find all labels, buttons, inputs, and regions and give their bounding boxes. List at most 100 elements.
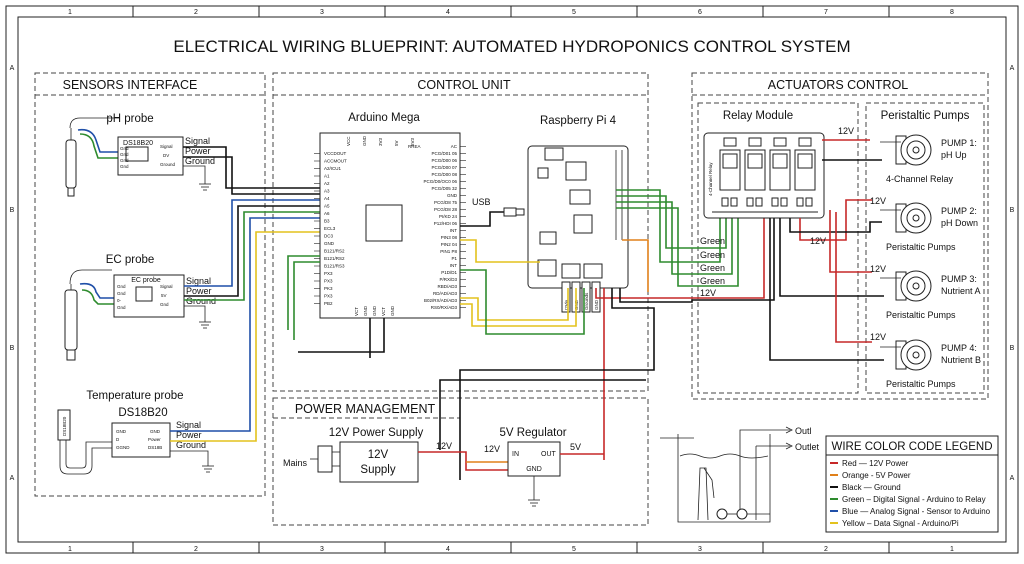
relay-coil [797, 153, 813, 169]
temp-board-out-2: Power [148, 437, 161, 442]
relay-coil [722, 153, 738, 169]
grid-bottom-3: 3 [320, 546, 324, 553]
temp-board-out-1: GND [150, 429, 161, 434]
supply-ground-return [439, 379, 646, 450]
arduino-right-pin: P1 [451, 256, 457, 261]
ph-ground-symbol [183, 165, 211, 191]
temp-board-out-3: DS18B [148, 445, 162, 450]
temp-probe-text: DS18B20 [62, 416, 67, 436]
mains-plug-icon [310, 445, 340, 473]
pump-caption: Peristaltic Pumps [886, 310, 956, 320]
ph-power-label: Power [185, 146, 211, 156]
pi-red-12v-wire [595, 218, 765, 299]
arduino-left-pin: VCCDOUT [324, 151, 347, 156]
inner-border [17, 16, 1007, 543]
grid-top-5: 5 [572, 9, 576, 16]
grid-bottom-7: 2 [824, 546, 828, 553]
legend-item-text: Yellow – Data Signal - Arduino/Pi [842, 519, 959, 528]
usb-connector [503, 207, 525, 217]
wire-label-12v-3: 12V [810, 236, 826, 246]
ec-pin-4: Gnd [117, 305, 126, 310]
pumps-section [865, 102, 985, 394]
ec-power-label: Power [186, 286, 212, 296]
ec-probe-cable-blue [79, 282, 114, 299]
wire-label-green-1: Green [700, 236, 725, 246]
ph-pin-1: Gnd [120, 146, 129, 151]
arduino-right-pin: GND [447, 193, 458, 198]
relay-terminal [798, 137, 812, 147]
temp-probe-body: DS18B20 [57, 409, 112, 475]
regulator-out: OUT [541, 451, 557, 458]
arduino-bottom-pin: GND [363, 305, 368, 316]
grid-bottom-5: 5 [572, 546, 576, 553]
relay-module-title: Relay Module [723, 110, 793, 122]
ec-chip-label: EC probe [131, 277, 161, 284]
ec-pin-1: Gnd [117, 284, 126, 289]
regulator-5v-label: 5V [570, 442, 581, 452]
arduino-right-pin: PIN2 04 [441, 242, 458, 247]
relay-led [805, 197, 813, 207]
ph-chip-label: DS18B20 [123, 140, 153, 147]
relay-led [730, 197, 738, 207]
temp-ground-label: Ground [176, 440, 206, 450]
arduino-right-pin: INT [450, 263, 458, 268]
grid-top-7: 7 [824, 9, 828, 16]
pump-caption: Peristaltic Pumps [886, 242, 956, 252]
pump-function: pH Up [941, 150, 967, 160]
arduino-left-pin: ECL3 [324, 226, 336, 231]
ph-probe-body [65, 117, 120, 197]
ph-interface-ic [125, 146, 149, 162]
arduino-left-pin: A2 [324, 181, 330, 186]
arduino-right-pin: PCG/D8 28 [434, 207, 458, 212]
power-supply-label-2: Supply [360, 464, 395, 476]
ph-power-wire [183, 156, 320, 195]
usb-cable [460, 211, 506, 227]
sensors-section [34, 72, 266, 497]
grid-top-1: 1 [68, 9, 72, 16]
pi-orange-wire [622, 239, 649, 292]
arduino-right-pin: P/RX/D3 [439, 277, 457, 282]
pump-1: PUMP 1:pH Up4-Channel Relay [880, 134, 977, 184]
grid-left-2: B [10, 207, 15, 214]
ph-probe-cable-blue [77, 128, 118, 153]
arduino-right-pin: PCG/D00 06 [431, 158, 457, 163]
arduino-left-pin: PB2 [324, 301, 333, 306]
arduino-top-pin: 5V [394, 140, 399, 146]
pi-yellow-wire-1 [460, 239, 540, 263]
ec-board-out-2: 5V [161, 293, 167, 298]
arduino-top-pin: VCC [346, 136, 351, 146]
arduino-right-pin: PI/KD 24 [439, 214, 458, 219]
relay-led [780, 197, 788, 207]
arduino-bottom-pin: GND [372, 305, 377, 316]
ec-probe-cable-green [81, 289, 114, 305]
ec-pin-3: 0- [117, 298, 122, 303]
legend-item-text: Orange - 5V Power [842, 471, 911, 480]
regulator-in: IN [512, 451, 519, 458]
tank-outlet-2: Outlet [795, 442, 820, 452]
arduino-left-pin: PX3 [324, 271, 333, 276]
grid-top-8: 8 [950, 9, 954, 16]
relay-coil [772, 153, 788, 169]
ec-pin-2: Gnd [117, 291, 126, 296]
ec-signal-label: Signal [186, 276, 211, 286]
relay-ground-pump4 [769, 218, 884, 361]
grid-right-2: B [1010, 207, 1015, 214]
ph-board-out-3: Ground [160, 162, 176, 167]
arduino-left-pin: A6 [324, 211, 330, 216]
regulator-ground-symbol [528, 476, 540, 507]
grid-bottom-8: 1 [950, 546, 954, 553]
grid-left-3: B [10, 345, 15, 352]
arduino-right-pin: PCG/D05 32 [431, 186, 457, 191]
pump-hub [912, 282, 920, 290]
supply-12v-label: 12V [436, 441, 452, 451]
pump-name: PUMP 2: [941, 206, 977, 216]
pump-hub [912, 351, 920, 359]
ec-board-out-3: Gnd [160, 302, 169, 307]
